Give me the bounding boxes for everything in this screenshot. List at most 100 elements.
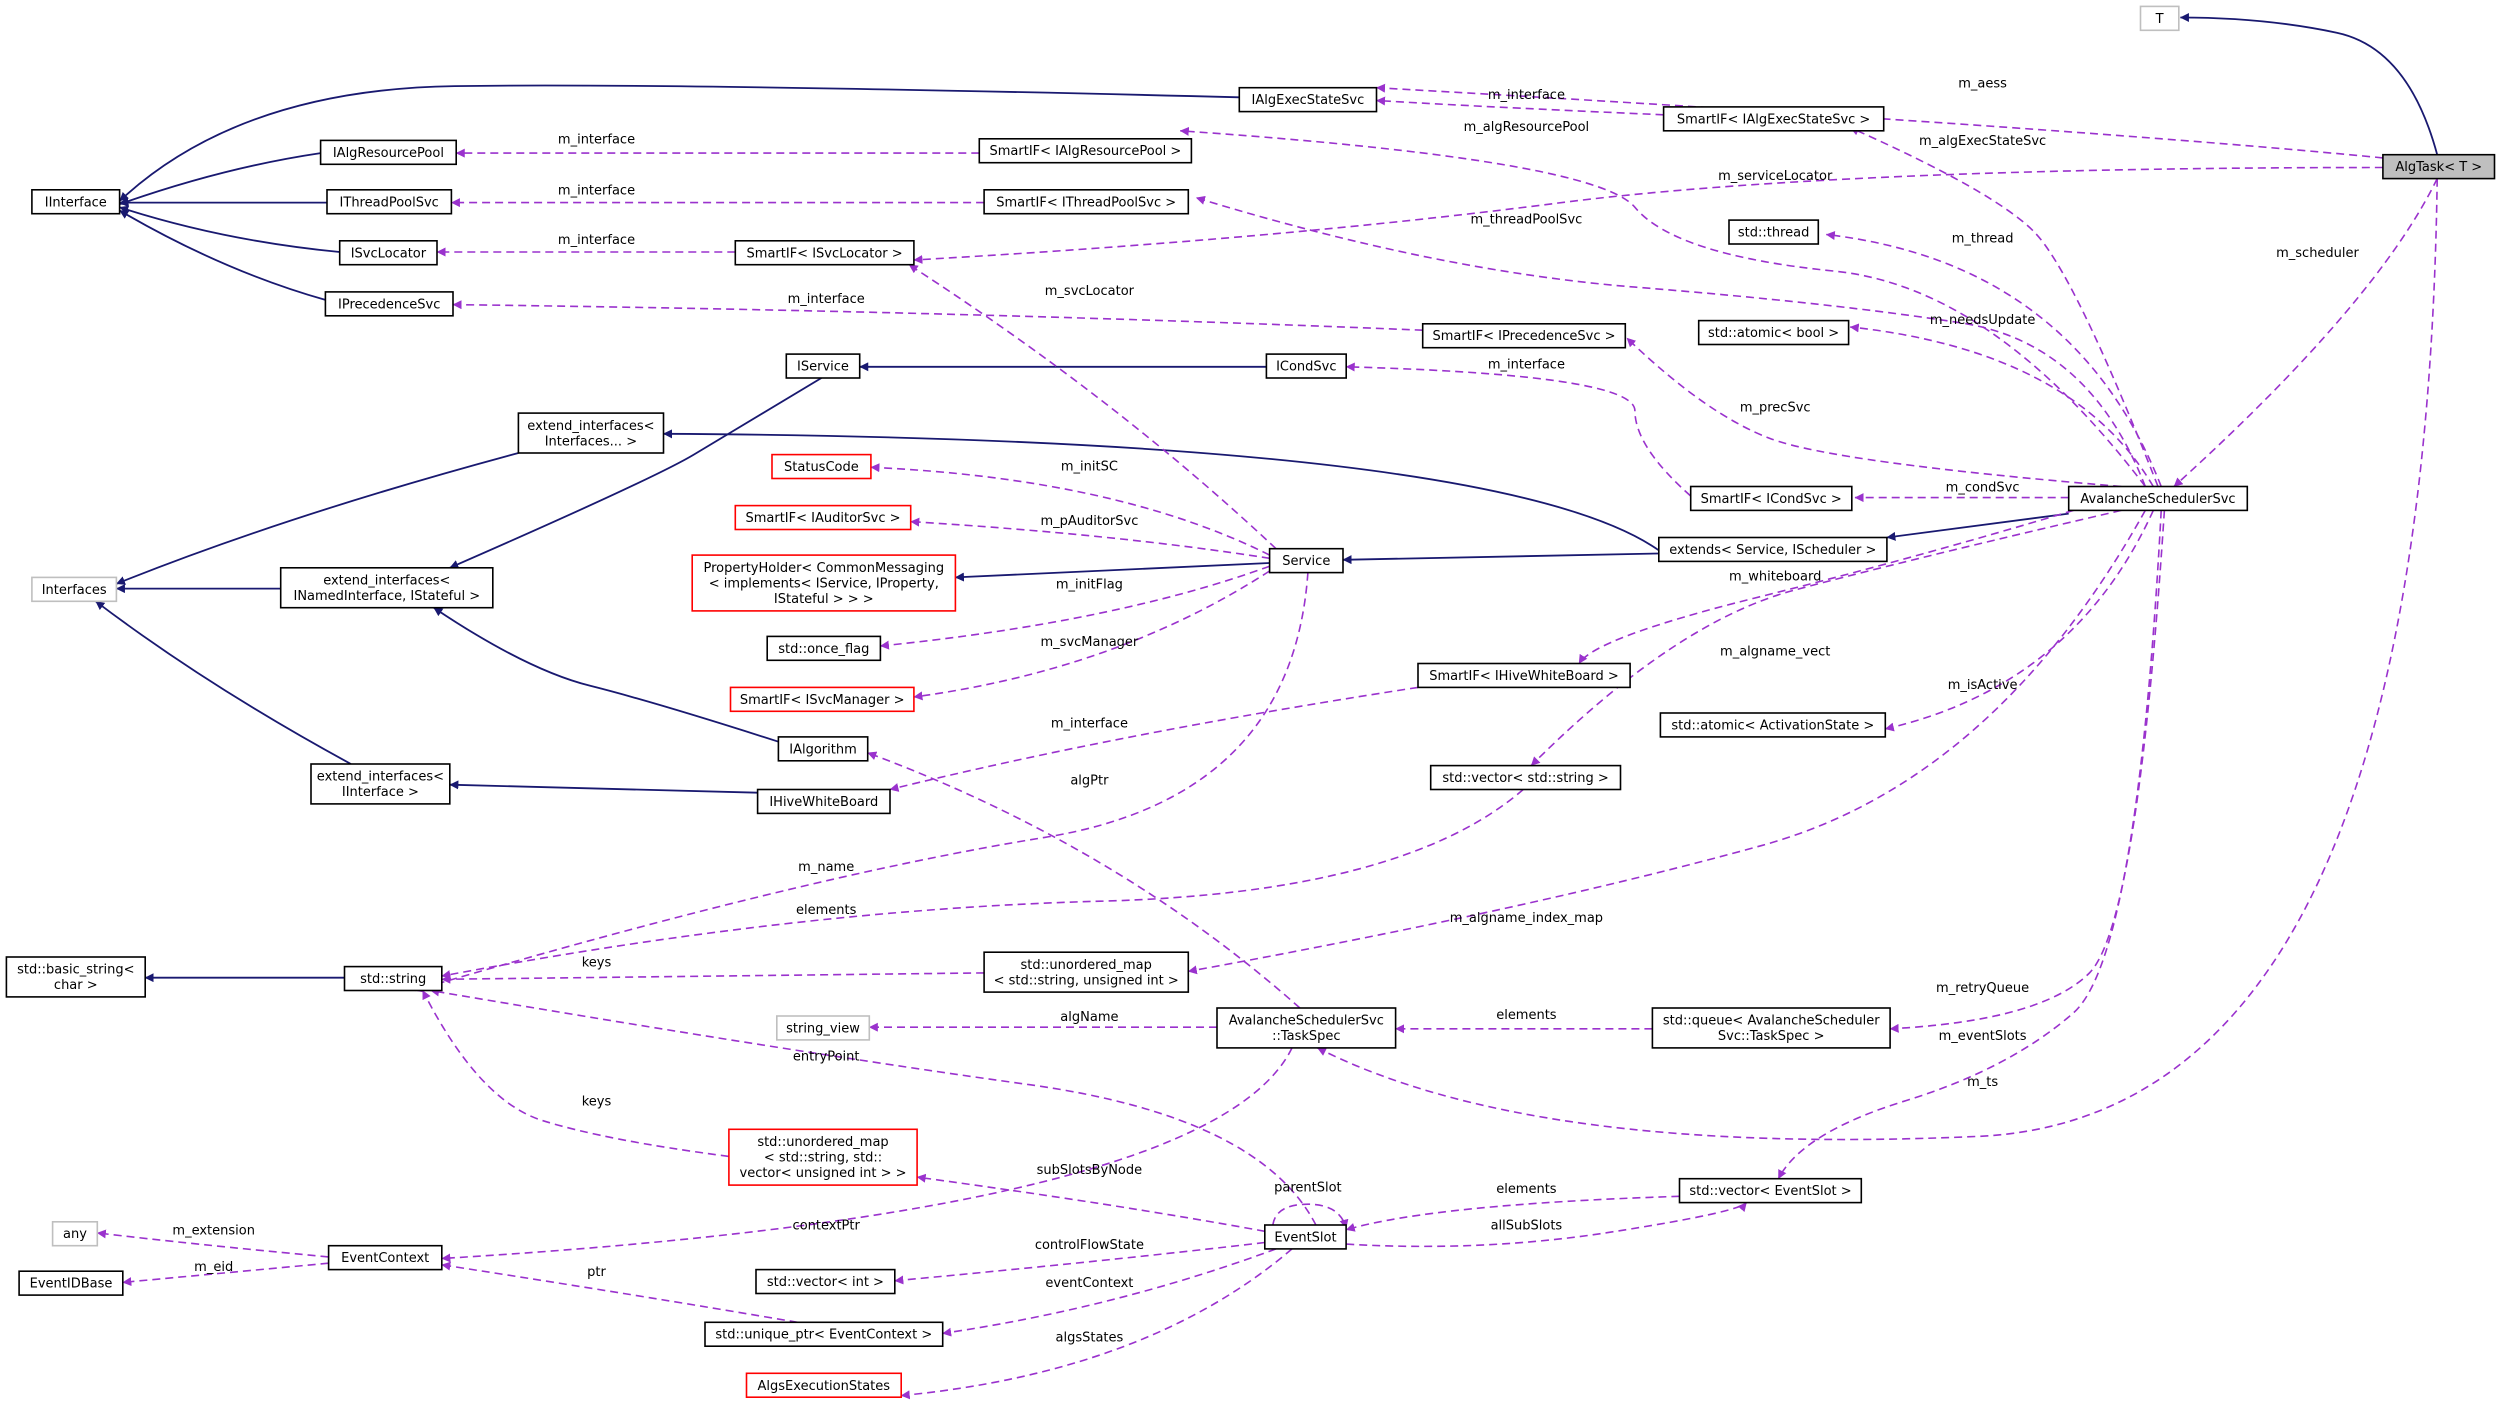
class-node-box: [326, 189, 453, 215]
class-node-smart-if-iauditor-svc[interactable]: SmartIF< IAuditorSvc >: [734, 504, 912, 531]
class-node-status-code[interactable]: StatusCode: [771, 453, 872, 480]
class-node-avalanche-scheduler-svc[interactable]: AvalancheSchedulerSvc: [2067, 485, 2249, 512]
class-node-box: [324, 291, 454, 317]
class-node-smart-if-iprecedence-svc[interactable]: SmartIF< IPrecedenceSvc >: [1421, 322, 1627, 349]
class-node-ihive-white-board[interactable]: IHiveWhiteBoard: [756, 788, 891, 815]
class-node-string-view[interactable]: string_view: [775, 1015, 871, 1041]
class-node-box: [1658, 536, 1888, 563]
class-node-label: SmartIF< ICondSvc >: [1701, 492, 1842, 507]
class-node-smart-if-isvc-manager[interactable]: SmartIF< ISvcManager >: [729, 686, 915, 713]
class-node-std-thread[interactable]: std::thread: [1728, 219, 1820, 245]
inheritance-edge: [2179, 13, 2439, 155]
class-node-box: [1728, 219, 1820, 245]
class-node-unordered-map-string-uint[interactable]: std::unordered_map< std::string, unsigne…: [983, 951, 1190, 993]
class-node-atomic-activation-state[interactable]: std::atomic< ActivationState >: [1659, 712, 1887, 738]
class-node-unordered-map-string-vector[interactable]: std::unordered_map< std::string, std::ve…: [728, 1128, 918, 1186]
class-node-label: Interfaces: [42, 583, 107, 598]
class-node-smart-if-ihive-white-board[interactable]: SmartIF< IHiveWhiteBoard >: [1417, 662, 1631, 689]
edge-label: allSubSlots: [1491, 1219, 1563, 1234]
class-node-event-idbase[interactable]: EventIDBase: [18, 1270, 124, 1296]
inheritance-edge: [95, 600, 352, 765]
class-node-task-spec[interactable]: AvalancheSchedulerSvc::TaskSpec: [1216, 1007, 1397, 1049]
usage-edge: [421, 990, 730, 1158]
class-node-label: std::vector< std::string >: [1442, 771, 1608, 786]
edge-label: m_scheduler: [2276, 246, 2359, 261]
class-node-std-once-flag[interactable]: std::once_flag: [766, 635, 882, 662]
usage-edge: [414, 572, 1309, 993]
class-node-label: std::unique_ptr< EventContext >: [715, 1328, 932, 1343]
class-node-smart-if-ialg-resource-pool[interactable]: SmartIF< IAlgResourcePool >: [978, 138, 1193, 164]
class-node-label: string_view: [786, 1022, 860, 1037]
class-node-smart-if-isvc-locator[interactable]: SmartIF< ISvcLocator >: [734, 240, 915, 266]
class-node-smart-if-icond-svc[interactable]: SmartIF< ICondSvc >: [1689, 485, 1853, 512]
usage-edge: [1889, 510, 2166, 1033]
class-node-label: std::queue< AvalancheScheduler: [1663, 1014, 1880, 1029]
class-node-iservice[interactable]: IService: [785, 353, 861, 379]
class-node-extends-service-ischeduler[interactable]: extends< Service, IScheduler >: [1658, 536, 1888, 563]
class-node-box: [745, 1372, 902, 1399]
class-node-alg-task[interactable]: AlgTask< T >: [2382, 153, 2496, 180]
class-node-extend-interfaces-named[interactable]: extend_interfaces<INamedInterface, IStat…: [279, 566, 494, 609]
class-node-ithread-pool-svc[interactable]: IThreadPoolSvc: [326, 189, 453, 215]
class-node-label: std::vector< EventSlot >: [1689, 1184, 1851, 1199]
class-node-box: [2067, 485, 2249, 512]
class-node-property-holder[interactable]: PropertyHolder< CommonMessaging< impleme…: [691, 554, 957, 612]
class-node-interfaces[interactable]: Interfaces: [31, 576, 118, 603]
class-node-box: [771, 453, 872, 480]
class-node-label: StatusCode: [784, 460, 859, 475]
class-node-label: ICondSvc: [1276, 360, 1336, 375]
edge-label: keys: [582, 1094, 612, 1109]
usage-edge: [1578, 509, 2074, 664]
edge-label: m_interface: [558, 184, 635, 199]
class-node-label: < implements< IService, IProperty,: [709, 577, 939, 592]
class-node-box: [729, 686, 915, 713]
class-node-label: AvalancheSchedulerSvc: [1229, 1014, 1384, 1029]
class-node-ialg-resource-pool[interactable]: IAlgResourcePool: [319, 139, 458, 166]
class-node-iinterface[interactable]: IInterface: [31, 189, 121, 215]
usage-edge: [867, 751, 1301, 1009]
edge-label: m_interface: [1488, 88, 1565, 103]
class-node-label: Interfaces... >: [545, 434, 637, 449]
class-node-smart-if-ialg-exec-state-svc[interactable]: SmartIF< IAlgExecStateSvc >: [1662, 106, 1885, 132]
inheritance-edge: [115, 452, 519, 585]
class-node-algs-execution-states[interactable]: AlgsExecutionStates: [745, 1372, 902, 1399]
usage-edge: [942, 1248, 1277, 1337]
class-node-extend-interfaces-iinterface[interactable]: extend_interfaces<IInterface >: [310, 763, 451, 805]
class-node-event-slot[interactable]: EventSlot: [1264, 1224, 1347, 1250]
class-node-ialgorithm[interactable]: IAlgorithm: [777, 736, 869, 762]
usage-edge: [1849, 323, 2154, 487]
class-node-std-basic-string[interactable]: std::basic_string<char >: [5, 956, 147, 998]
class-node-t[interactable]: T: [2139, 5, 2180, 32]
class-node-iprecedence-svc[interactable]: IPrecedenceSvc: [324, 291, 454, 317]
class-node-queue-task-spec[interactable]: std::queue< AvalancheSchedulerSvc::TaskS…: [1651, 1007, 1891, 1049]
class-node-vector-string[interactable]: std::vector< std::string >: [1429, 764, 1622, 791]
usage-edge: [894, 1241, 1265, 1285]
class-node-extend-interfaces-variadic[interactable]: extend_interfaces<Interfaces... >: [517, 412, 665, 454]
class-node-label: IThreadPoolSvc: [340, 195, 439, 210]
edge-label: algsStates: [1056, 1330, 1124, 1345]
class-node-isvc-locator[interactable]: ISvcLocator: [338, 240, 438, 266]
class-node-event-context[interactable]: EventContext: [327, 1244, 443, 1271]
edge-label: m_threadPoolSvc: [1471, 212, 1583, 227]
class-node-std-string[interactable]: std::string: [343, 965, 443, 992]
class-node-unique-ptr-event-context[interactable]: std::unique_ptr< EventContext >: [704, 1321, 944, 1348]
class-node-box: [978, 138, 1193, 164]
class-node-label: AlgTask< T >: [2395, 160, 2482, 175]
class-node-vector-int[interactable]: std::vector< int >: [755, 1268, 896, 1295]
class-node-box: [755, 1268, 896, 1295]
edge-label: m_name: [798, 860, 854, 875]
class-node-ialg-exec-state-svc[interactable]: IAlgExecStateSvc: [1238, 86, 1378, 113]
edge-label: m_eventSlots: [1939, 1029, 2027, 1044]
class-node-box: [279, 566, 494, 609]
usage-edge: [1345, 362, 1692, 497]
class-node-label: IInterface: [45, 195, 107, 210]
usage-edge: [1825, 231, 2162, 487]
class-node-atomic-bool[interactable]: std::atomic< bool >: [1697, 319, 1850, 346]
class-node-smart-if-ithread-pool-svc[interactable]: SmartIF< IThreadPoolSvc >: [983, 189, 1190, 215]
class-node-icond-svc[interactable]: ICondSvc: [1265, 353, 1348, 379]
class-node-any[interactable]: any: [51, 1221, 99, 1247]
class-node-label: ::TaskSpec: [1272, 1029, 1340, 1044]
class-node-vector-event-slot[interactable]: std::vector< EventSlot >: [1678, 1177, 1863, 1204]
class-node-service[interactable]: Service: [1268, 547, 1344, 574]
edge-label: algName: [1060, 1010, 1118, 1025]
